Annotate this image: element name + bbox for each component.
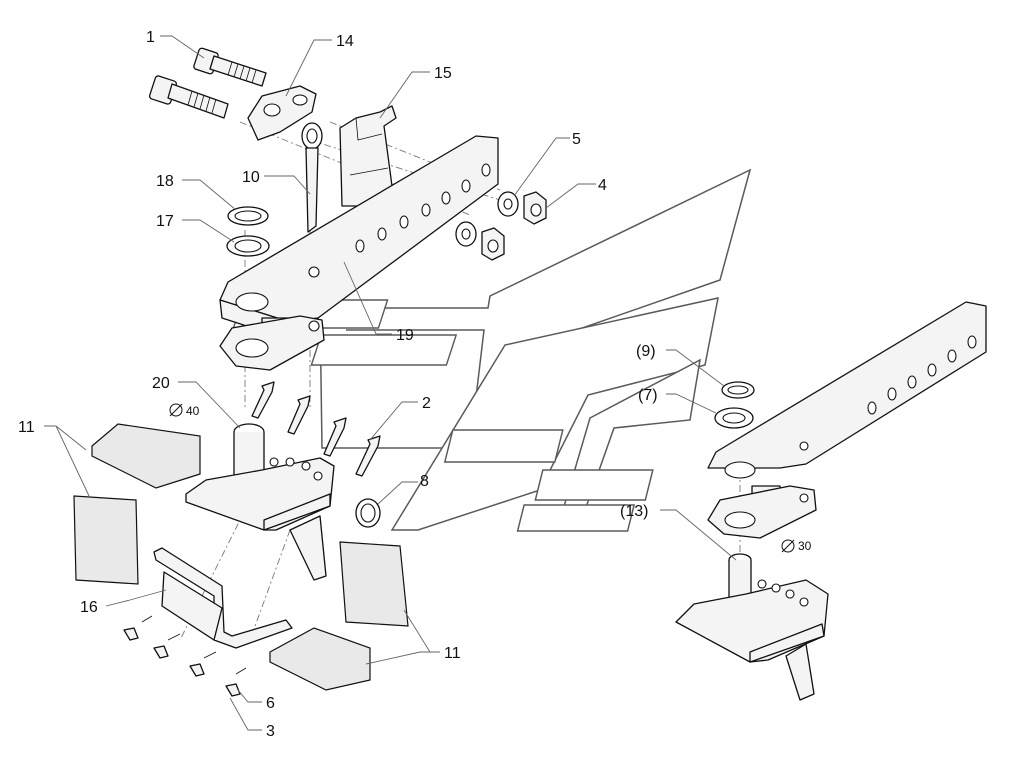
rubber-pads	[73, 423, 409, 691]
linch-pin	[301, 122, 323, 233]
right-retaining-ring	[721, 381, 755, 399]
circlip	[355, 498, 381, 528]
washer-lower	[455, 221, 477, 247]
label-3: 3	[266, 723, 275, 740]
washer-upper	[497, 191, 519, 217]
small-pins	[123, 615, 247, 697]
right-drawbar	[707, 301, 987, 539]
background-logo	[232, 168, 752, 532]
label-14: 14	[336, 33, 354, 50]
label-10: 10	[242, 169, 260, 186]
label-11-right: 11	[444, 645, 461, 662]
nut-upper	[523, 191, 547, 225]
clamp-plate	[247, 85, 317, 141]
right-pivot-base	[675, 579, 829, 701]
label-17: 17	[156, 213, 174, 230]
label-4: 4	[598, 177, 607, 194]
drawbar-holes	[355, 163, 491, 253]
nut-lower	[481, 227, 505, 261]
bolt-lower	[148, 75, 229, 119]
pivot-base-plate	[185, 457, 335, 581]
label-7: (7)	[638, 387, 658, 404]
right-drawbar-holes	[867, 335, 977, 415]
part-number-labels: 1 14 15 5 4 18 10 17 19 20 2 11 8 16 11 …	[18, 29, 658, 740]
leader-lines	[44, 35, 737, 731]
label-6: 6	[266, 695, 275, 712]
right-washer	[714, 407, 754, 429]
retaining-ring	[227, 206, 269, 226]
label-9: (9)	[636, 343, 656, 360]
bolt-upper	[193, 47, 267, 87]
diameter-callout-30: 30	[781, 539, 812, 553]
mounting-bolts	[251, 381, 381, 477]
label-15: 15	[434, 65, 452, 82]
washer-ring	[226, 235, 270, 257]
dimension-40: 40	[186, 404, 200, 418]
label-5: 5	[572, 131, 581, 148]
label-19: 19	[396, 327, 414, 344]
label-8: 8	[420, 473, 429, 490]
label-1: 1	[146, 29, 155, 46]
u-bracket	[153, 547, 293, 649]
label-13: (13)	[620, 503, 648, 520]
label-16: 16	[80, 599, 98, 616]
label-20: 20	[152, 375, 170, 392]
dimension-30: 30	[798, 539, 812, 553]
drawbar	[219, 135, 499, 371]
diameter-callout-40: 40	[169, 403, 200, 418]
label-11-left: 11	[18, 419, 35, 436]
label-2: 2	[422, 395, 431, 412]
label-18: 18	[156, 173, 174, 190]
